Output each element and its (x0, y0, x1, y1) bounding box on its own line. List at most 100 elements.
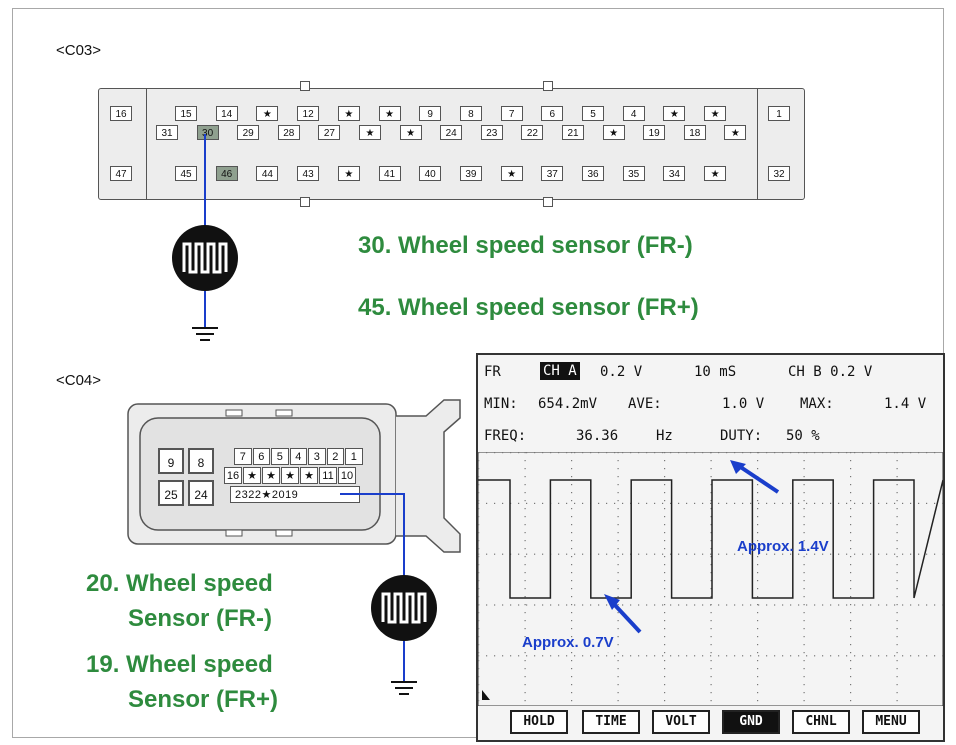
c03-pin: 35 (622, 166, 645, 181)
scope-ch-b: CH B 0.2 V (788, 364, 873, 380)
c04-pin: 4 (289, 448, 307, 465)
c03-pin: 30 (196, 125, 219, 140)
scope-ch-a: CH A (540, 362, 580, 380)
c04-desc-19b: Sensor (FR+) (128, 686, 279, 713)
scope-ch-a-value: 0.2 V (600, 364, 643, 380)
c03-pin: 27 (318, 125, 341, 140)
c03-desc-45: 45. Wheel speed sensor (FR+) (358, 294, 699, 321)
c04-pin: 5 (271, 448, 289, 465)
c03-pin: 47 (110, 166, 132, 181)
c03-label: <C03> (56, 42, 102, 59)
c03-pin: 46 (215, 166, 238, 181)
c03-pin: ★ (399, 125, 422, 140)
c04-pin: 10 (338, 467, 356, 484)
c03-pin: ★ (256, 106, 279, 121)
c03-latch (300, 81, 310, 91)
c04-pin: 9 (158, 448, 184, 474)
c04-pin: 7 (234, 448, 252, 465)
c03-pin: 16 (110, 106, 132, 121)
c03-pin: 32 (768, 166, 790, 181)
scope-channel-label: FR (484, 364, 501, 380)
c03-pin: 7 (500, 106, 523, 121)
c03-pin: 44 (256, 166, 279, 181)
c03-pin: ★ (602, 125, 625, 140)
gnd-button[interactable]: GND (722, 710, 780, 734)
hold-button[interactable]: HOLD (510, 710, 568, 734)
c03-pin: ★ (724, 125, 747, 140)
c03-pin: ★ (359, 125, 381, 140)
c03-pin: ★ (378, 106, 401, 121)
c04-label: <C04> (56, 372, 102, 389)
c04-pin: 11 (319, 467, 337, 484)
c04-pin: ★ (262, 467, 280, 484)
menu-button[interactable]: MENU (862, 710, 920, 734)
c04-pin: 25 (158, 480, 184, 506)
arrow-low (610, 600, 642, 634)
c03-pin: 22 (521, 125, 544, 140)
scope-max-label: MAX: (800, 396, 834, 412)
time-button[interactable]: TIME (582, 710, 640, 734)
c03-pin: 39 (459, 166, 482, 181)
scope-freq-unit: Hz (656, 428, 673, 444)
c04-pin: ★ (243, 467, 261, 484)
c03-pin: 21 (562, 125, 584, 140)
c04-desc-20b: Sensor (FR-) (128, 605, 272, 632)
c03-latch (543, 81, 553, 91)
scope-max-value: 1.4 V (884, 396, 927, 412)
c03-pin: 40 (419, 166, 442, 181)
square-waveform (478, 479, 943, 599)
c03-pin: ★ (337, 166, 360, 181)
scope-time-div: 10 mS (694, 364, 737, 380)
scope-ave-label: AVE: (628, 396, 662, 412)
c04-pin: ★ (281, 467, 299, 484)
c03-pin: ★ (337, 106, 360, 121)
annotation-high: Approx. 1.4V (737, 538, 829, 555)
c03-pin: 45 (175, 166, 197, 181)
c03-pin: 29 (237, 125, 260, 140)
c03-pin: 12 (297, 106, 320, 121)
c03-pin: 23 (480, 125, 503, 140)
c03-pin: ★ (500, 166, 523, 181)
c04-pin: 1 (345, 448, 363, 465)
c03-pin: 18 (683, 125, 706, 140)
c03-pin: 5 (582, 106, 604, 121)
c03-pin: 28 (277, 125, 300, 140)
c04-pin: ★ (300, 467, 318, 484)
c04-pin: 3 (308, 448, 326, 465)
c04-pin: 24 (188, 480, 214, 506)
c03-pin: 31 (156, 125, 178, 140)
c03-sensor-wiring (172, 134, 238, 341)
c03-pin: 6 (541, 106, 564, 121)
c03-pin: 9 (419, 106, 442, 121)
c03-pin: 14 (215, 106, 238, 121)
c04-desc-20a: 20. Wheel speed (86, 570, 273, 597)
scope-ave-value: 1.0 V (722, 396, 765, 412)
chnl-button[interactable]: CHNL (792, 710, 850, 734)
scope-freq-label: FREQ: (484, 428, 527, 444)
scope-waveform-area (478, 452, 943, 706)
c03-pin: 34 (663, 166, 686, 181)
c04-pin: 6 (252, 448, 270, 465)
c03-pin: 24 (440, 125, 463, 140)
volt-button[interactable]: VOLT (652, 710, 710, 734)
c03-pin: 4 (622, 106, 645, 121)
scope-min-label: MIN: (484, 396, 518, 412)
c03-latch (543, 197, 553, 207)
ground-marker (482, 690, 490, 700)
c04-pin: 2 (326, 448, 344, 465)
c04-desc-19a: 19. Wheel speed (86, 651, 273, 678)
c03-latch (300, 197, 310, 207)
c03-pin: 36 (582, 166, 604, 181)
c04-sensor-wiring (340, 493, 437, 695)
scope-duty-label: DUTY: (720, 428, 763, 444)
arrow-high (734, 462, 780, 494)
c03-pin: ★ (704, 166, 727, 181)
c03-pin: 15 (175, 106, 197, 121)
c03-pin: ★ (663, 106, 686, 121)
c04-pin: 16 (224, 467, 242, 484)
c03-pin: 1 (768, 106, 790, 121)
scope-freq-value: 36.36 (576, 428, 619, 444)
annotation-low: Approx. 0.7V (522, 634, 614, 651)
c03-pin: 19 (643, 125, 666, 140)
c03-pin: 41 (378, 166, 401, 181)
